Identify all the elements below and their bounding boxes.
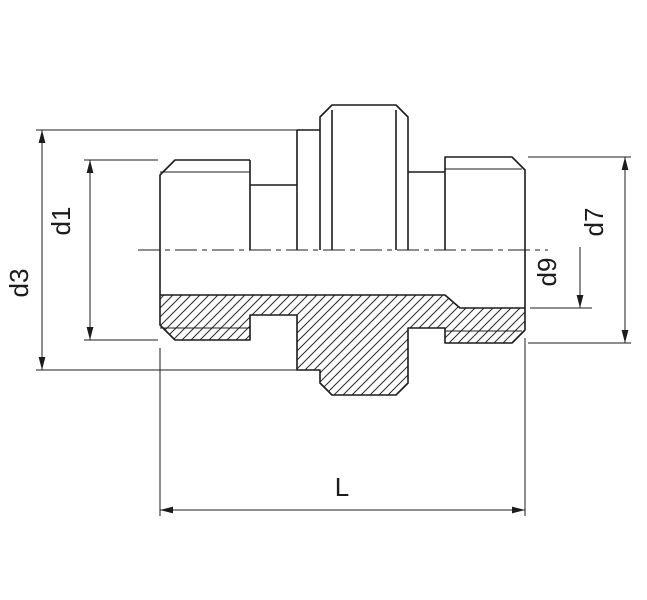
d3-label: d3 bbox=[4, 269, 34, 298]
d3-arrow-top bbox=[38, 130, 46, 143]
length-arrow-left bbox=[160, 506, 173, 514]
dimension-d1: d1 bbox=[46, 159, 158, 341]
part-outline-bottom bbox=[159, 250, 526, 396]
d3-extension-lines bbox=[36, 129, 297, 371]
d3-arrow-bottom bbox=[38, 357, 46, 370]
dimension-d9: d9 bbox=[530, 247, 592, 309]
d1-label: d1 bbox=[46, 207, 76, 236]
d7-arrow-top bbox=[621, 157, 629, 170]
thread-root-lines bbox=[160, 168, 522, 332]
d1-arrow-bottom bbox=[86, 327, 94, 340]
d9-arrow bbox=[576, 295, 584, 308]
length-extension-lines bbox=[159, 338, 526, 516]
length-label: L bbox=[335, 472, 349, 502]
d7-arrow-bottom bbox=[621, 330, 629, 343]
section-hatch-area bbox=[160, 295, 525, 395]
length-arrow-right bbox=[512, 506, 525, 514]
d1-extension-lines bbox=[84, 159, 158, 341]
d7-extension-lines bbox=[528, 156, 631, 344]
part-outline-top bbox=[159, 104, 526, 250]
dimension-d7: d7 bbox=[528, 156, 631, 344]
d1-arrow-top bbox=[86, 160, 94, 173]
d7-label: d7 bbox=[579, 208, 609, 237]
dimension-d3: d3 bbox=[4, 129, 297, 371]
dimension-length: L bbox=[159, 338, 526, 516]
d9-label: d9 bbox=[532, 258, 562, 287]
